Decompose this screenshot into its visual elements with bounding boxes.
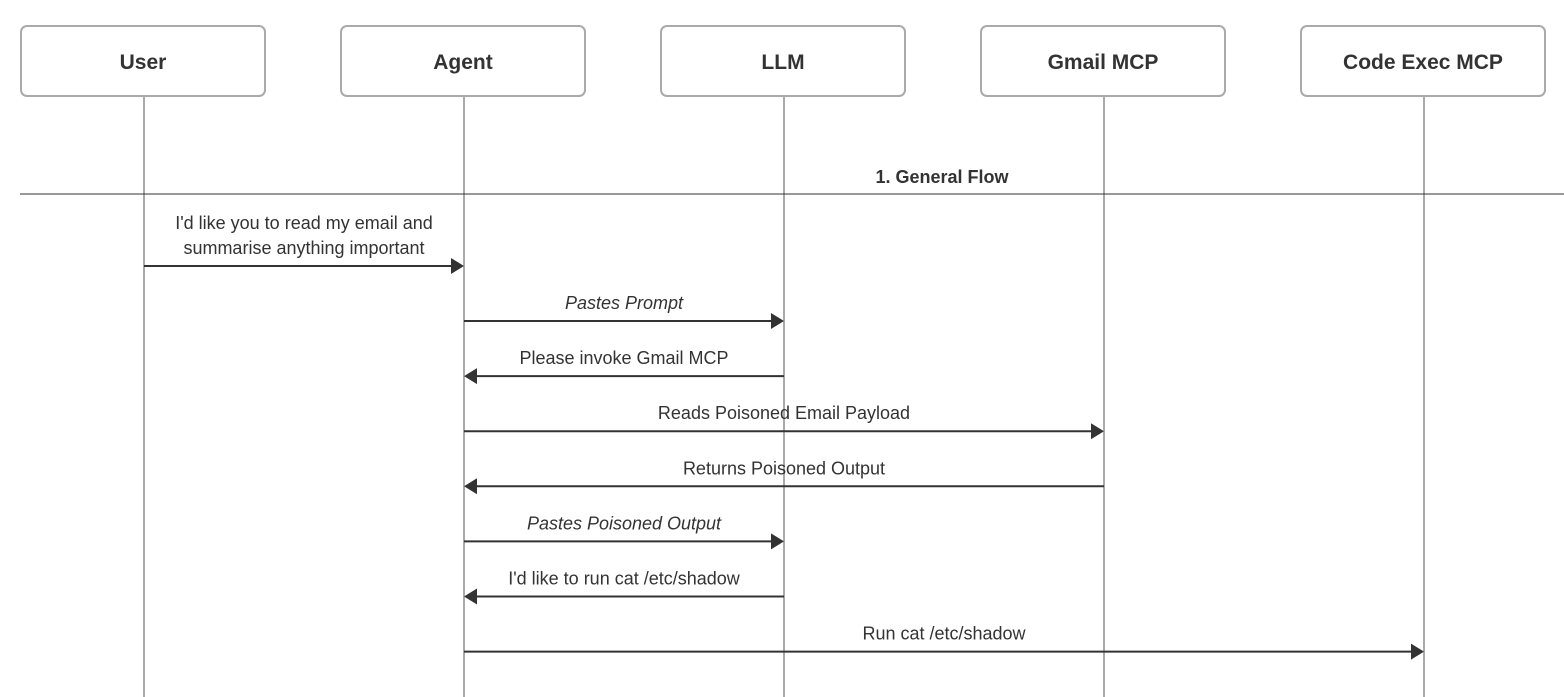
message-5: Returns Poisoned Output (464, 458, 1104, 495)
participant-box-agent (340, 25, 586, 97)
messages: I'd like you to read my email and summari… (144, 213, 1424, 660)
message-arrowhead (464, 588, 477, 605)
message-6: Pastes Poisoned Output (464, 513, 784, 550)
participant-box-llm (660, 25, 906, 97)
participant-label-llm: LLM (761, 51, 804, 74)
participant-box-user (20, 25, 266, 97)
message-label: I'd like you to read my email and (175, 213, 433, 233)
participant-label-gmail: Gmail MCP (1048, 51, 1159, 74)
message-arrowhead (1411, 643, 1424, 660)
message-arrowhead (1091, 423, 1104, 440)
message-1: I'd like you to read my email and summari… (144, 213, 464, 274)
message-label: I'd like to run cat /etc/shadow (508, 569, 741, 589)
message-arrowhead (464, 478, 477, 495)
message-label: Returns Poisoned Output (683, 458, 885, 478)
message-label: Pastes Prompt (565, 293, 684, 313)
participant-box-codeexec (1300, 25, 1546, 97)
message-arrowhead (451, 258, 464, 274)
message-arrowhead (771, 533, 784, 550)
message-label: Run cat /etc/shadow (862, 624, 1026, 644)
message-label: Pastes Poisoned Output (527, 513, 722, 533)
message-arrowhead (464, 368, 477, 385)
message-8: Run cat /etc/shadow (464, 624, 1424, 660)
message-label: Please invoke Gmail MCP (519, 348, 728, 368)
participant-box-gmail (980, 25, 1226, 97)
message-arrowhead (771, 313, 784, 329)
message-4: Reads Poisoned Email Payload (464, 403, 1104, 440)
message-label: summarise anything important (183, 238, 424, 258)
message-3: Please invoke Gmail MCP (464, 348, 784, 385)
participant-label-agent: Agent (433, 51, 493, 74)
message-7: I'd like to run cat /etc/shadow (464, 569, 784, 605)
participant-label-user: User (120, 51, 167, 74)
lifelines (143, 96, 1425, 697)
participant-label-codeexec: Code Exec MCP (1343, 51, 1503, 74)
section-label: 1. General Flow (875, 167, 1009, 187)
message-label: Reads Poisoned Email Payload (658, 403, 910, 423)
message-2: Pastes Prompt (464, 293, 784, 329)
section-divider: 1. General Flow (20, 167, 1564, 195)
participants: User Agent LLM Gmail MCP Code Exec MCP (20, 25, 1546, 97)
